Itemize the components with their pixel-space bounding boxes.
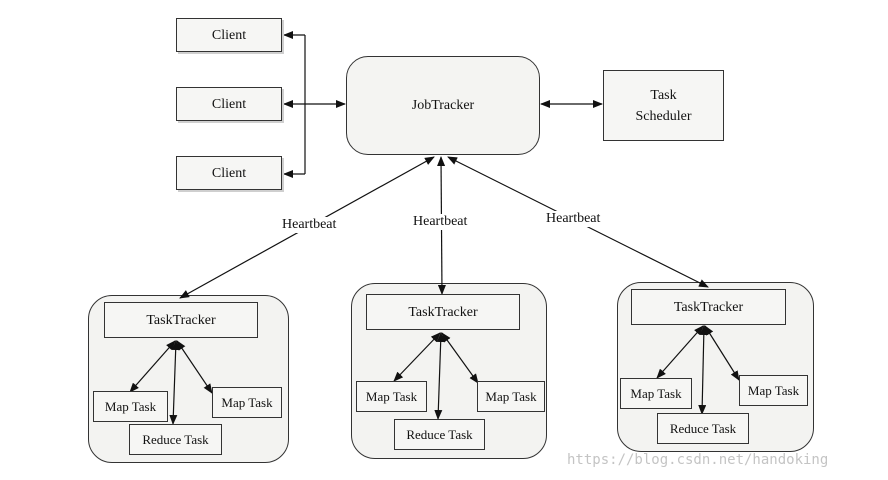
g1-reduce-task-label: Reduce Task [142,431,209,447]
g1-map1-arrow [129,340,176,393]
g3-map-task-box-2: Map Task [739,375,808,406]
g2-tasktracker-label: TaskTracker [408,304,478,320]
watermark-text: https://blog.csdn.net/handoking [567,452,829,468]
g3-map-task-box-1: Map Task [620,378,692,409]
g1-reduce-task-box: Reduce Task [129,424,222,455]
g2-reduce-arrow [434,332,445,420]
heartbeat-label-center: Heartbeat [411,214,470,230]
g2-map2-arrow [441,332,479,384]
client-box-2: Client [176,87,282,121]
jobtracker-label: JobTracker [411,98,475,113]
g1-map-task-box-1: Map Task [93,391,168,422]
g2-map1-arrow [393,332,441,382]
heartbeat-label-left: Heartbeat [280,217,339,233]
g2-map-task-box-2: Map Task [477,381,545,412]
g1-map2-arrow [176,340,213,394]
g2-map-task-label-2: Map Task [485,388,537,404]
heartbeat-label-right: Heartbeat [544,211,603,227]
g2-map-task-label-1: Map Task [365,388,418,404]
client-box-3: Client [176,156,282,190]
g3-map1-arrow [656,325,704,379]
task-scheduler-label-line2: Scheduler [635,108,692,124]
g1-reduce-arrow [169,340,180,425]
g3-map-task-label-2: Map Task [747,382,800,398]
g2-map-task-box-1: Map Task [356,381,427,412]
client-box-1: Client [176,18,282,52]
jobtracker-box: JobTracker [346,56,540,155]
g3-map2-arrow [704,325,740,381]
g3-reduce-task-box: Reduce Task [657,413,749,444]
client-label-3: Client [211,165,247,181]
client-label-2: Client [211,96,247,112]
g1-tasktracker-label: TaskTracker [146,312,216,328]
g2-reduce-task-label: Reduce Task [406,426,473,442]
client-label-1: Client [211,27,247,43]
g1-map-task-label-2: Map Task [221,394,273,410]
g3-reduce-arrow [698,325,708,415]
g2-reduce-task-box: Reduce Task [394,419,485,450]
g3-map-task-label-1: Map Task [630,385,682,401]
g1-tasktracker-box: TaskTracker [104,302,258,338]
g2-tasktracker-box: TaskTracker [366,294,520,330]
task-scheduler-label-line1: Task [650,87,677,103]
task-scheduler-box: Task Scheduler [603,70,724,141]
g3-tasktracker-label: TaskTracker [673,299,744,315]
g3-reduce-task-label: Reduce Task [669,420,737,436]
g1-map-task-label-1: Map Task [104,398,157,414]
g3-tasktracker-box: TaskTracker [631,289,786,325]
g1-map-task-box-2: Map Task [212,387,282,418]
